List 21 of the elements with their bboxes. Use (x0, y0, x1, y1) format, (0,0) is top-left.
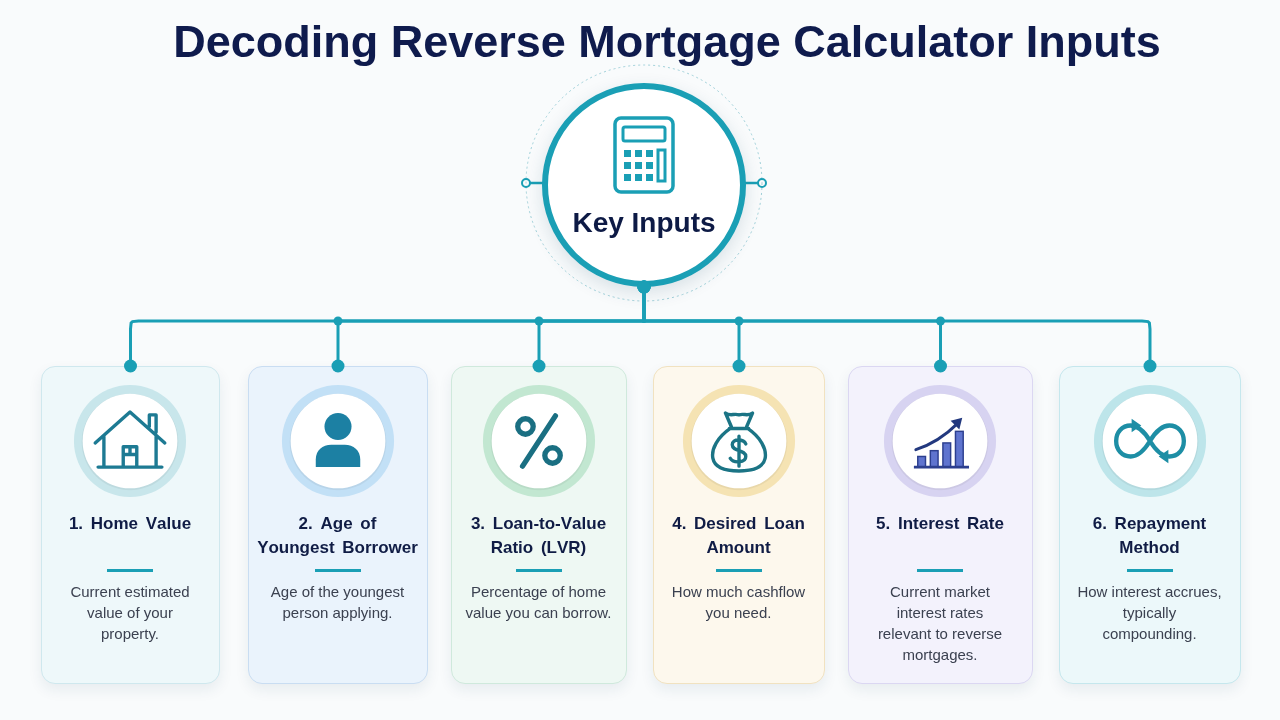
input-card (451, 366, 627, 684)
card-heading: 2. Age of Youngest Borrower (256, 513, 419, 559)
card-description: How much cashflow you need. (670, 582, 807, 623)
card-heading: 4. Desired Loan Amount (671, 513, 806, 559)
card-description: Age of the youngest person applying. (269, 582, 406, 623)
card-heading: 1. Home Value (67, 513, 193, 535)
diagram-title: Decoding Reverse Mortgage Calculator Inputs (172, 15, 1162, 69)
card-description: How interest accrues, typically compounding. (1076, 582, 1223, 644)
connector-line (637, 280, 1157, 373)
input-card (1059, 366, 1241, 684)
input-card (848, 366, 1033, 684)
input-card (248, 366, 428, 684)
input-card (41, 366, 220, 684)
card-heading: 3. Loan-to-Value Ratio (LVR) (469, 513, 608, 559)
card-heading: 6. Repayment Method (1091, 513, 1208, 559)
card-description: Percentage of home value you can borrow. (464, 582, 613, 623)
input-card (653, 366, 825, 684)
card-heading: 5. Interest Rate (875, 513, 1005, 535)
card-description: Current market interest rates relevant to reverse mortgages. (876, 582, 1004, 665)
hub-label: Key Inputs (571, 206, 717, 240)
card-description: Current estimated value of your property. (69, 582, 191, 644)
